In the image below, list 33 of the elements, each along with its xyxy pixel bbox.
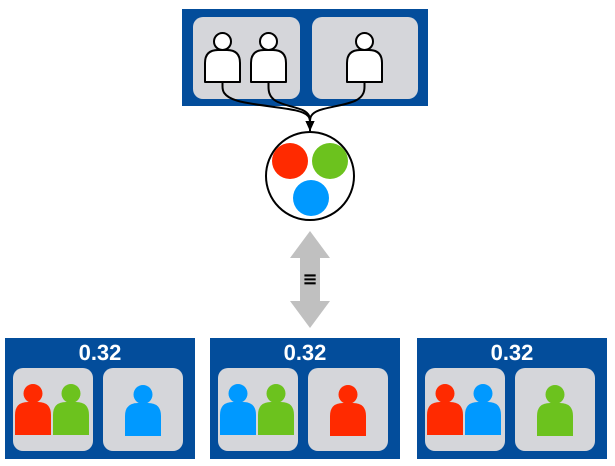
dot-icon xyxy=(312,143,348,179)
score-label: 0.32 xyxy=(490,341,534,365)
group-card xyxy=(13,368,93,451)
group-card xyxy=(193,17,300,99)
score-label: 0.32 xyxy=(78,341,122,365)
group-card xyxy=(515,368,595,451)
person-icon xyxy=(537,385,573,436)
dot-icon xyxy=(293,180,329,216)
group-card xyxy=(312,17,418,99)
person-icon xyxy=(427,384,463,435)
person-icon xyxy=(220,384,256,435)
group-card xyxy=(425,368,505,451)
person-icon xyxy=(346,32,383,83)
circle-node xyxy=(265,131,355,221)
person-icon xyxy=(465,384,501,435)
person-icon xyxy=(250,32,287,83)
double-arrow xyxy=(290,231,330,328)
panel xyxy=(5,338,195,459)
person-icon xyxy=(258,384,294,435)
group-card xyxy=(308,368,388,451)
group-card xyxy=(218,368,298,451)
score-label: 0.32 xyxy=(284,341,326,365)
person-icon xyxy=(15,384,51,435)
dot-icon xyxy=(272,143,308,179)
person-icon xyxy=(330,385,366,436)
arrow xyxy=(306,83,366,131)
group-card xyxy=(103,368,183,451)
panel xyxy=(182,9,428,106)
person-icon xyxy=(125,385,161,436)
person-icon xyxy=(204,32,241,83)
panel xyxy=(417,338,607,459)
person-icon xyxy=(53,384,89,435)
panel xyxy=(210,338,400,459)
